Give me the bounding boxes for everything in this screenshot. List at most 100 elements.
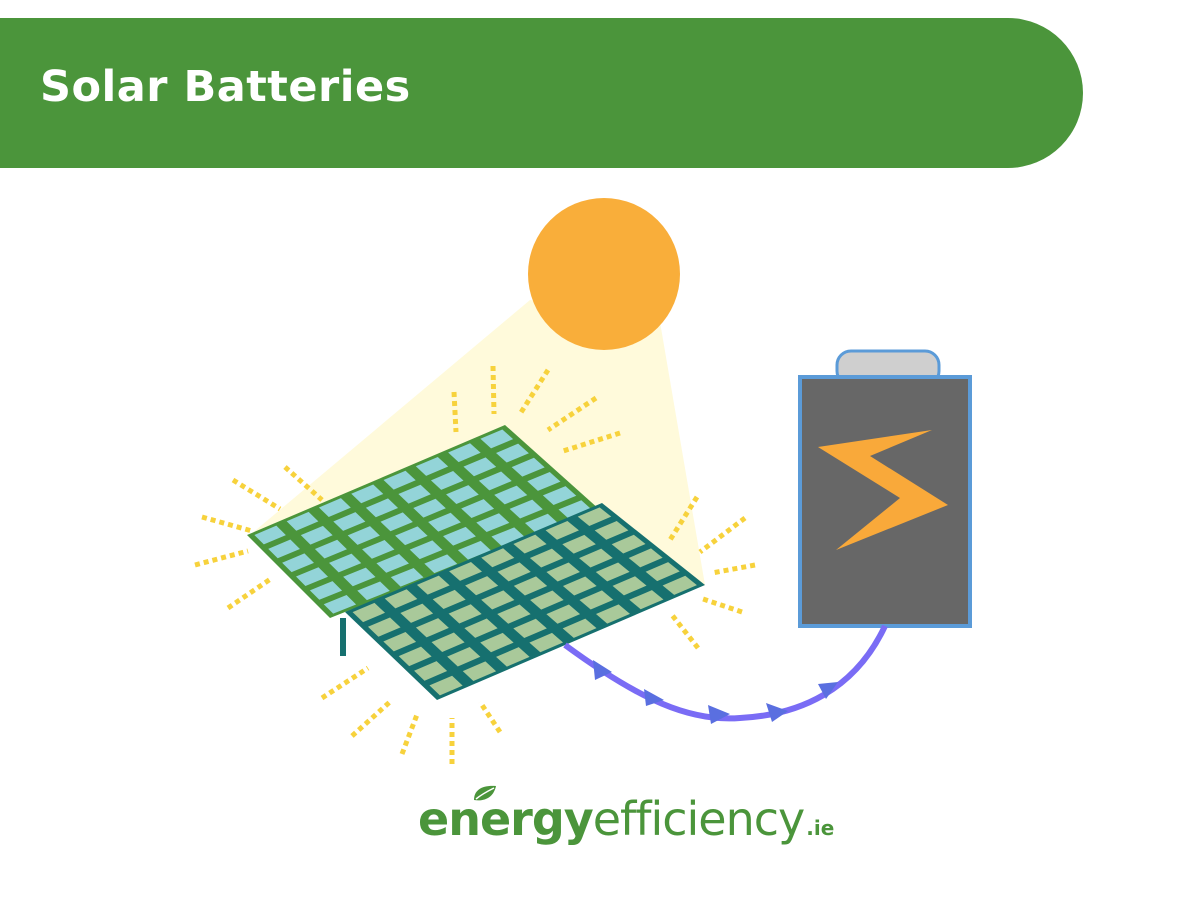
panel-cell xyxy=(416,575,450,595)
panel-cell xyxy=(424,554,458,574)
panel-cell xyxy=(629,590,664,610)
panel-cell xyxy=(400,603,434,623)
panel-cell xyxy=(362,540,395,559)
panel-cell xyxy=(579,590,614,610)
panel-cell xyxy=(612,576,647,596)
panel-cell xyxy=(628,548,663,568)
panel-cell xyxy=(323,595,357,614)
leaf-icon xyxy=(474,785,496,801)
panel-cell xyxy=(282,553,314,573)
panel-cell xyxy=(662,575,697,595)
panel-cell xyxy=(491,527,525,547)
panel-cell xyxy=(461,499,495,518)
logo-efficiency: efficiency xyxy=(592,792,806,846)
current-flow-wire xyxy=(563,624,888,724)
battery-icon xyxy=(798,349,972,628)
panel-cell xyxy=(545,521,579,540)
panel-cell xyxy=(542,486,577,505)
panel-cell xyxy=(376,553,409,573)
sparkle-rays xyxy=(194,365,756,764)
logo-tld: .ie xyxy=(806,816,835,840)
panel-cell xyxy=(494,485,528,505)
header-banner xyxy=(0,18,1083,168)
panel-cell xyxy=(480,429,514,449)
panel-cell xyxy=(357,581,390,601)
panel-cell xyxy=(478,471,512,491)
panel-cell xyxy=(465,576,499,596)
panel-cell xyxy=(395,526,428,546)
panel-frame xyxy=(247,425,600,618)
flow-arrow xyxy=(708,705,730,724)
solar-panel-back xyxy=(247,425,600,618)
panel-cell xyxy=(480,632,514,653)
panel-cell xyxy=(428,512,461,532)
logo-energy: energy xyxy=(418,792,594,846)
panel-cell xyxy=(300,525,333,545)
panel-cell xyxy=(254,525,286,545)
panel-cell xyxy=(414,661,448,681)
panel-cell xyxy=(513,534,547,554)
panel-cell xyxy=(429,675,463,696)
panel-cell xyxy=(476,513,510,533)
panel-cell xyxy=(449,561,482,581)
panel-cell xyxy=(464,618,498,638)
panel-cell xyxy=(529,548,564,568)
panel-cell xyxy=(365,498,399,518)
panel-cell xyxy=(511,457,545,477)
panel-cell xyxy=(380,512,413,532)
panel-cell xyxy=(448,443,481,463)
panel-cell xyxy=(443,526,476,546)
panel-cell xyxy=(509,499,543,519)
panel-cell xyxy=(562,576,597,596)
panel-cell xyxy=(529,632,564,653)
panel-cell xyxy=(497,604,531,624)
panel-cell xyxy=(546,562,580,582)
panel-cell xyxy=(390,567,424,587)
panel-cell xyxy=(558,500,593,520)
panel-cell xyxy=(409,540,443,560)
panel-cell xyxy=(497,562,531,582)
panel-cell xyxy=(645,562,680,582)
panel-cell xyxy=(398,646,432,667)
panel-cell xyxy=(431,632,465,652)
panel-cell xyxy=(351,484,384,504)
panel-cell xyxy=(329,553,362,573)
panel-frame xyxy=(345,503,705,700)
panel-cell xyxy=(314,539,347,559)
battery-body xyxy=(798,375,972,628)
panel-cell xyxy=(447,646,481,667)
panel-cell xyxy=(343,567,376,587)
panel-cell xyxy=(562,618,597,638)
panel-cell xyxy=(430,471,464,490)
panel-cell xyxy=(286,511,319,531)
panel-cell xyxy=(415,456,449,476)
panel-cell xyxy=(383,632,417,652)
page-title: Solar Batteries xyxy=(40,62,411,112)
panel-cell xyxy=(611,534,646,554)
panel-cell xyxy=(481,548,515,568)
panel-cell xyxy=(432,589,466,610)
panel-cell xyxy=(481,590,515,610)
panel-cell xyxy=(446,485,479,504)
panel-cell xyxy=(546,604,581,624)
solar-panel-front xyxy=(345,503,705,700)
panel-cell xyxy=(462,661,497,682)
panel-cell xyxy=(496,647,530,667)
panel-cell xyxy=(513,576,548,596)
sun-icon xyxy=(528,198,680,350)
flow-arrow xyxy=(644,689,664,706)
panel-cell xyxy=(577,507,612,527)
panel-cell xyxy=(595,604,630,624)
solar-panel-icon xyxy=(247,425,705,700)
panel-cell xyxy=(384,589,418,609)
panel-cell xyxy=(463,457,497,477)
panel-cell xyxy=(347,526,380,545)
panel-cell xyxy=(413,498,446,518)
flow-arrow xyxy=(818,682,838,699)
flow-arrow xyxy=(766,703,788,722)
panel-cell xyxy=(352,602,386,623)
panel-cell xyxy=(594,521,629,540)
flow-arrow xyxy=(593,660,612,680)
panel-cell xyxy=(448,604,482,624)
